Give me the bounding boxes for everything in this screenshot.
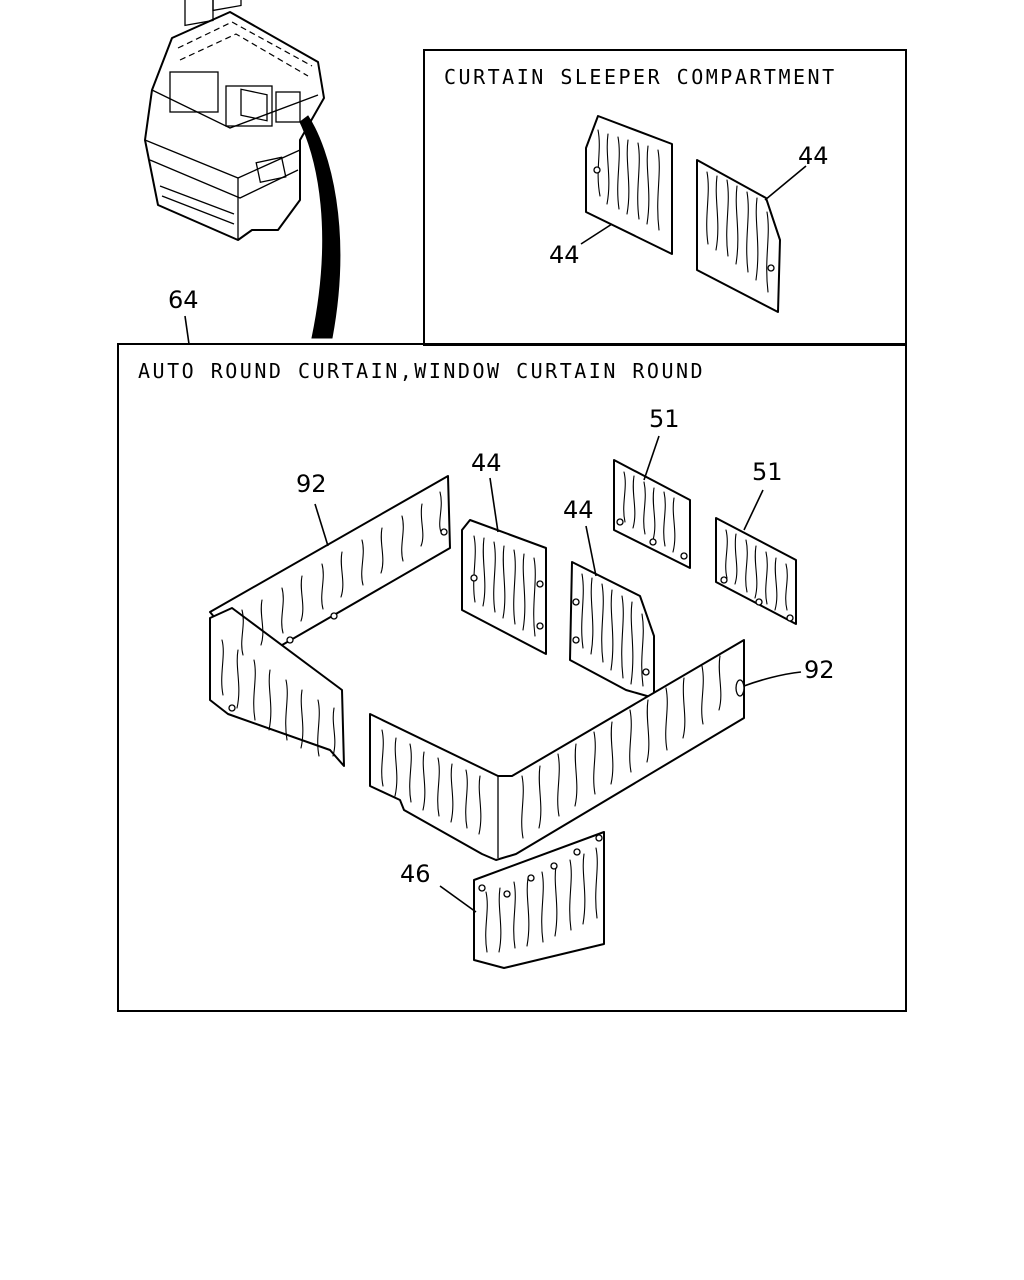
callout-92-left: 92 (296, 470, 327, 498)
window-curtain-front (461, 519, 547, 655)
main-title: AUTO ROUND CURTAIN,WINDOW CURTAIN ROUND (138, 359, 705, 383)
callout-44-inset-right: 44 (798, 142, 829, 170)
main-frame (117, 343, 907, 1012)
sleeper-curtain-panel-left (585, 115, 673, 255)
callout-64: 64 (168, 286, 199, 314)
small-curtain-51-left (613, 459, 691, 569)
window-curtain-side (569, 561, 655, 699)
callout-92-right: 92 (804, 656, 835, 684)
callout-44-side: 44 (563, 496, 594, 524)
bottom-curtain (473, 831, 605, 969)
wrap-curtain-left (209, 475, 451, 767)
callout-44-front: 44 (471, 449, 502, 477)
inset-title: CURTAIN SLEEPER COMPARTMENT (444, 65, 837, 89)
callout-46: 46 (400, 860, 431, 888)
callout-44-inset-left: 44 (549, 241, 580, 269)
sleeper-curtain-panel-right (696, 159, 781, 313)
callout-51-left: 51 (649, 405, 680, 433)
truck-cab-illustration (144, 0, 341, 339)
small-curtain-51-right (715, 517, 797, 625)
callout-51-right: 51 (752, 458, 783, 486)
wrap-curtain-front (369, 639, 745, 861)
